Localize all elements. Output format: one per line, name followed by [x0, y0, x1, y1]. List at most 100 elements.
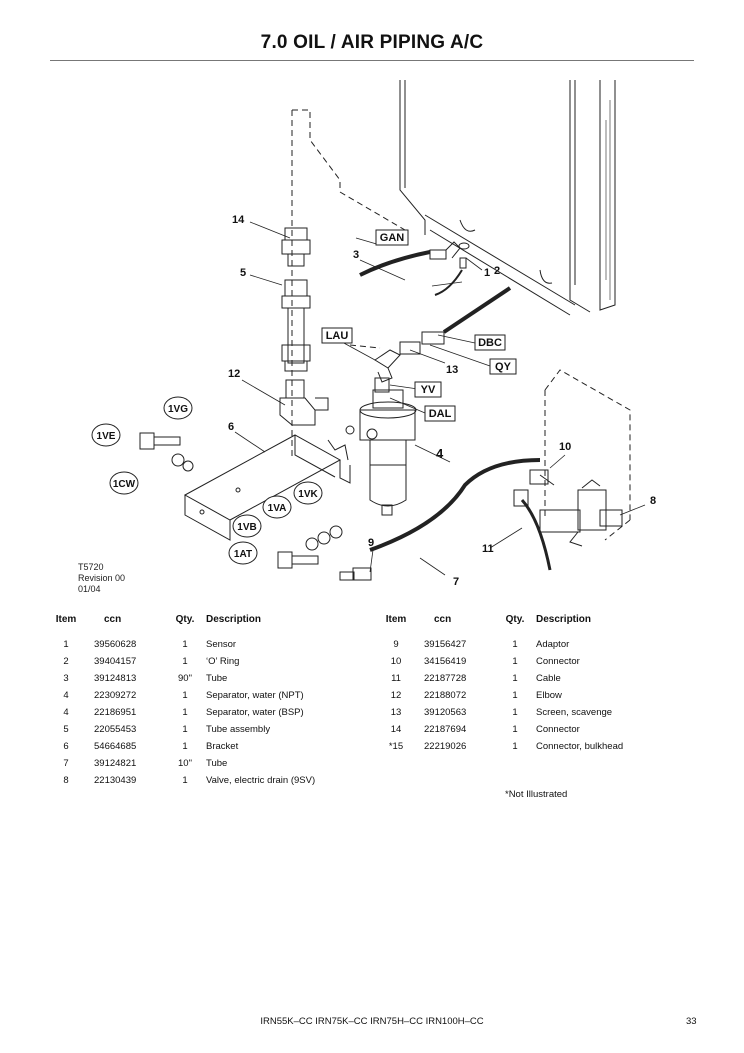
tube-assembly-5 [281, 279, 311, 372]
cell-ccn: 22309272 [94, 690, 137, 701]
table-row: 14 22187694 1 Connector [378, 724, 676, 741]
header-ccn: ccn [434, 614, 452, 625]
cell-ccn: 54664685 [94, 741, 137, 752]
cell-ccn: 39124821 [94, 758, 137, 769]
cell-description: Connector [536, 724, 580, 735]
water-separator-4 [345, 389, 417, 516]
cell-ccn: 22130439 [94, 775, 137, 786]
cell-ccn: 22055453 [94, 724, 137, 735]
cell-item: 3 [63, 673, 69, 684]
drain-valve-8 [529, 469, 623, 547]
cell-ccn: 39124813 [94, 673, 137, 684]
tube-7 [339, 458, 541, 581]
cell-qty: 1 [182, 775, 188, 786]
label-dal: DAL [429, 408, 452, 420]
callout-1: 1 [484, 267, 490, 279]
footer-models: IRN55K–CC IRN75K–CC IRN75H–CC IRN100H–CC [260, 1016, 484, 1027]
cell-qty: 1 [512, 673, 518, 684]
cell-description: Separator, water (BSP) [206, 707, 304, 718]
callout-7: 7 [453, 576, 459, 588]
cell-item: 11 [391, 673, 401, 684]
label-yv: YV [421, 384, 436, 396]
cell-qty: 1 [512, 707, 518, 718]
boxed-labels: GAN LAU DBC QY YV DAL [321, 229, 517, 422]
circled-label-text: 1VG 1VE 1CW 1VK 1VA 1VB 1AT [97, 404, 319, 560]
circled-labels [91, 396, 323, 565]
drawing-note: T5720 Revision 00 01/04 [78, 562, 125, 594]
cell-qty: 1 [512, 724, 518, 735]
cell-item: 4 [63, 707, 69, 718]
connector-14 [281, 227, 311, 267]
label-lau: LAU [326, 330, 349, 342]
cell-item: 12 [390, 690, 402, 701]
cell-description: Tube [206, 758, 228, 769]
table-row: 13 39120563 1 Screen, scavenge [378, 707, 676, 724]
piping-diagram: GAN LAU DBC QY YV DAL 1VG 1VE 1CW 1V [70, 80, 690, 610]
callout-6: 6 [228, 421, 234, 433]
header-description: Description [206, 614, 262, 625]
bracket-6 [183, 434, 351, 541]
header-item: Item [55, 614, 77, 625]
cell-qty: 1 [512, 639, 518, 650]
cell-description: Elbow [536, 690, 562, 701]
header-description: Description [536, 614, 592, 625]
label-1vg: 1VG [168, 404, 188, 415]
cell-ccn: 39120563 [424, 707, 467, 718]
cell-item: 14 [390, 724, 402, 735]
cell-ccn: 22187728 [424, 673, 467, 684]
cell-description: Adaptor [536, 639, 570, 650]
label-1ve: 1VE [97, 431, 116, 442]
drawing-revision: Revision 00 [78, 573, 125, 583]
header-item: Item [385, 614, 407, 625]
cell-description: Connector [536, 656, 580, 667]
label-1vk: 1VK [298, 489, 318, 500]
elbow-12 [279, 379, 329, 426]
label-qy: QY [495, 361, 512, 373]
page-title: 7.0 OIL / AIR PIPING A/C [260, 32, 484, 53]
cell-ccn: 39156427 [424, 639, 467, 650]
cell-description: Tube [206, 673, 228, 684]
callout-10: 10 [559, 441, 571, 453]
label-1cw: 1CW [113, 479, 136, 490]
label-1va: 1VA [268, 503, 287, 514]
callout-4: 4 [436, 446, 444, 461]
drawing-number: T5720 [78, 562, 104, 572]
callout-12: 12 [228, 368, 240, 380]
callouts: 1 2 3 4 5 6 7 8 9 10 11 12 13 14 [228, 214, 656, 588]
cell-ccn: 22188072 [424, 690, 467, 701]
cell-item: 10 [390, 656, 402, 667]
cell-ccn: 22219026 [424, 741, 467, 752]
cell-qty: 1 [182, 639, 188, 650]
gan-fittings [359, 241, 470, 296]
cell-ccn: 22186951 [94, 707, 137, 718]
cell-ccn: 39404157 [94, 656, 137, 667]
cable-11 [513, 489, 552, 571]
cell-ccn: 34156419 [424, 656, 467, 667]
cell-item: 13 [390, 707, 402, 718]
title-rule [50, 60, 694, 61]
yv-fitting [374, 377, 390, 393]
label-gan: GAN [380, 232, 405, 244]
table-row: 10 34156419 1 Connector [378, 656, 676, 673]
piping-diagram-svg: GAN LAU DBC QY YV DAL 1VG 1VE 1CW 1V [78, 80, 656, 594]
cell-description: Screen, scavenge [536, 707, 613, 718]
callout-3: 3 [353, 249, 359, 261]
callout-11: 11 [482, 543, 494, 555]
cell-ccn: 22187694 [424, 724, 467, 735]
cell-qty: 1 [512, 656, 518, 667]
header-ccn: ccn [104, 614, 122, 625]
